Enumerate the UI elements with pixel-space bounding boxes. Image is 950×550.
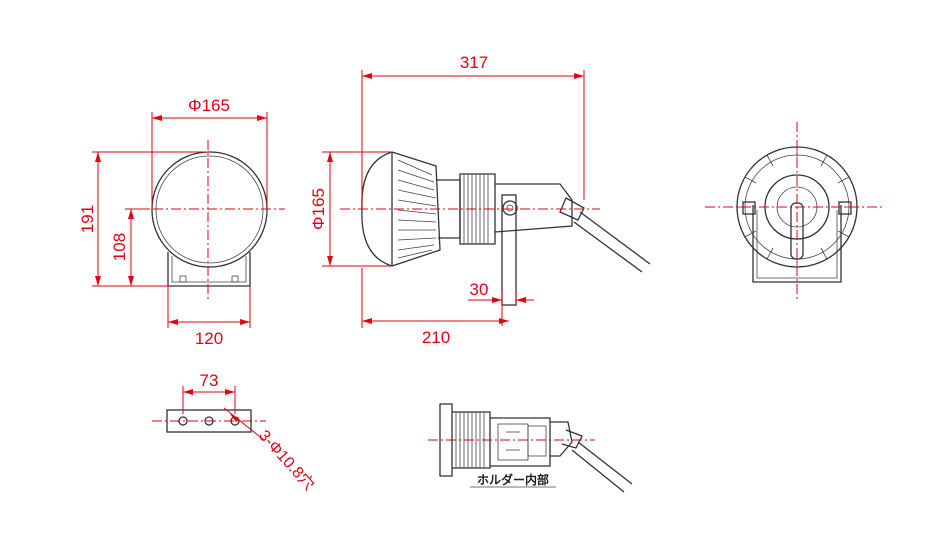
dim-label-hole-pitch: 73 xyxy=(200,371,219,390)
side-finned-head xyxy=(391,151,441,267)
dim-label-side-diameter: Φ165 xyxy=(309,188,328,230)
side-holder xyxy=(459,173,496,245)
dim-label-front-height: 191 xyxy=(78,205,97,233)
dim-label-base-length: 210 xyxy=(422,328,450,347)
dim-label-overall-length: 317 xyxy=(460,53,488,72)
dim-hole-pitch: 73 xyxy=(182,371,236,414)
holder-collar xyxy=(439,403,453,477)
dim-center-height: 108 xyxy=(110,208,150,286)
holder-socket xyxy=(490,417,551,467)
dim-label-bracket-thickness: 30 xyxy=(470,280,489,299)
dim-front-height: 191 xyxy=(78,151,210,287)
dim-bracket-width: 120 xyxy=(167,286,251,348)
rear-bracket xyxy=(752,205,842,283)
dim-label-center-height: 108 xyxy=(110,233,129,261)
side-cable xyxy=(573,211,651,273)
dim-label-front-diameter: Φ165 xyxy=(188,96,230,115)
side-bracket xyxy=(501,194,517,306)
rear-view xyxy=(705,122,885,300)
front-view xyxy=(135,140,285,300)
holder-interior-detail: ホルダー内部 xyxy=(428,403,633,493)
dim-label-bracket-width: 120 xyxy=(195,329,223,348)
side-view xyxy=(340,151,651,306)
holder-interior-label: ホルダー内部 xyxy=(477,472,549,487)
bracket-plate-detail xyxy=(152,409,266,433)
dim-label-holes: 3-Φ10.8穴 xyxy=(255,427,318,494)
dim-front-diameter: Φ165 xyxy=(151,96,268,205)
holder-cable xyxy=(571,441,633,493)
dim-base-length: 210 xyxy=(361,268,509,347)
dim-side-diameter: Φ165 xyxy=(309,151,392,267)
front-bracket xyxy=(167,252,251,287)
dim-overall-length: 317 xyxy=(361,53,585,205)
